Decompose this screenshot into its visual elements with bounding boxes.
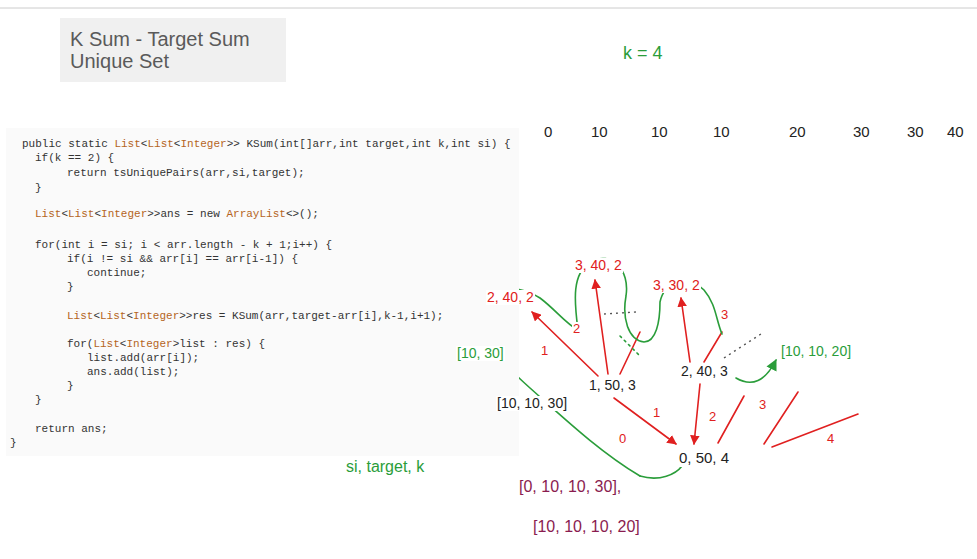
code-line: } [67, 379, 74, 393]
recursion-lines [532, 280, 858, 447]
handwritten-note: 2, 40, 3 [680, 364, 729, 379]
handwritten-note: k = 4 [622, 44, 664, 64]
code-token: >>res = KSum(arr,target-arr[i],k-1,i+1); [179, 310, 443, 322]
code-token: < [94, 208, 101, 220]
code-token: return ans; [35, 423, 108, 435]
code-line: if(k == 2) { [35, 151, 114, 165]
code-token: Integer [126, 338, 172, 350]
code-token: return tsUniquePairs(arr,si,target); [67, 167, 305, 179]
code-token: < [174, 138, 181, 150]
handwritten-note: 3 [758, 398, 767, 412]
code-line: } [35, 181, 42, 195]
title-text: K Sum - Target Sum Unique Set [70, 28, 276, 72]
handwritten-note: 0 [543, 124, 553, 141]
handwritten-note: 10 [590, 124, 609, 141]
handwritten-note: [10, 10, 30] [496, 396, 568, 411]
code-line: List<List<Integer>>ans = new ArrayList<>… [35, 207, 319, 221]
code-line: List<List<Integer>>res = KSum(arr,target… [67, 309, 443, 323]
code-token: for( [67, 338, 93, 350]
code-block: public static List<List<Integer>> KSum(i… [6, 128, 519, 456]
code-token: Integer [180, 138, 226, 150]
handwritten-note: 2, 40, 2 [486, 290, 535, 305]
handwritten-note: 0 [618, 432, 627, 446]
handwritten-note: 3, 40, 2 [574, 258, 623, 273]
code-token: if(k == 2) { [35, 152, 114, 164]
code-line: } [35, 393, 42, 407]
handwritten-note: [0, 10, 10, 30], [518, 478, 622, 496]
code-token: < [93, 310, 100, 322]
pending-calls [604, 312, 764, 358]
code-token: List [68, 208, 94, 220]
code-token: } [67, 281, 74, 293]
handwritten-note: 40 [946, 124, 965, 141]
code-token: } [35, 182, 42, 194]
code-line: } [10, 436, 17, 450]
handwritten-note: 30 [906, 124, 925, 141]
code-token: ArrayList [226, 208, 285, 220]
code-token: < [120, 338, 127, 350]
code-token: for(int i = si; i < arr.length - k + 1;i… [35, 239, 332, 251]
handwritten-note: [10, 10, 10, 20] [532, 518, 641, 536]
code-line: list.add(arr[i]); [87, 351, 199, 365]
code-line: for(List<Integer>list : res) { [67, 337, 265, 351]
code-token: list.add(arr[i]); [87, 352, 199, 364]
code-token: >>ans = new [147, 208, 226, 220]
code-token: Integer [101, 208, 147, 220]
code-line: ans.add(list); [87, 365, 179, 379]
handwritten-note: 2 [572, 322, 581, 336]
handwritten-note: [10, 10, 20] [780, 344, 852, 359]
code-token: List [93, 338, 119, 350]
code-token: List [147, 138, 173, 150]
handwritten-note: 3 [720, 308, 729, 322]
handwritten-note: 20 [788, 124, 807, 141]
euler-tour-loop [480, 258, 776, 478]
code-token: <>(); [286, 208, 319, 220]
handwritten-note: 10 [712, 124, 731, 141]
code-token: continue; [87, 267, 146, 279]
code-line: } [67, 280, 74, 294]
code-token: List [35, 208, 61, 220]
handwritten-note: [10, 30] [456, 346, 505, 361]
code-token: Integer [133, 310, 179, 322]
handwritten-note: 1 [652, 406, 661, 420]
code-token: < [141, 138, 148, 150]
code-line: continue; [87, 266, 146, 280]
handwritten-note: 10 [650, 124, 669, 141]
code-line: for(int i = si; i < arr.length - k + 1;i… [35, 238, 332, 252]
handwritten-note: 3, 30, 2 [652, 278, 701, 293]
top-rule [0, 8, 977, 9]
handwritten-note: 1 [540, 344, 549, 358]
handwritten-note: si, target, k [345, 458, 425, 476]
code-token: } [67, 380, 74, 392]
code-token: < [126, 310, 133, 322]
code-token: >list : res) { [173, 338, 265, 350]
code-token: List [100, 310, 126, 322]
title-box: K Sum - Target Sum Unique Set [60, 18, 286, 82]
code-token: if(i != si && arr[i] == arr[i-1]) { [67, 253, 298, 265]
code-line: return ans; [35, 422, 108, 436]
code-token: List [114, 138, 140, 150]
handwritten-note: 30 [852, 124, 871, 141]
code-line: return tsUniquePairs(arr,si,target); [67, 166, 305, 180]
handwritten-note: 0, 50, 4 [678, 450, 730, 467]
handwritten-note: 4 [826, 432, 835, 446]
code-token: } [35, 394, 42, 406]
code-token: } [10, 437, 17, 449]
code-token: public static [22, 138, 114, 150]
code-token: List [67, 310, 93, 322]
code-token: ans.add(list); [87, 366, 179, 378]
handwritten-note: 2 [708, 410, 717, 424]
code-line: public static List<List<Integer>> KSum(i… [22, 137, 511, 151]
code-line: if(i != si && arr[i] == arr[i-1]) { [67, 252, 298, 266]
handwritten-note: 1, 50, 3 [588, 378, 637, 393]
code-token: >> KSum(int[]arr,int target,int k,int si… [227, 138, 511, 150]
code-token: < [61, 208, 68, 220]
